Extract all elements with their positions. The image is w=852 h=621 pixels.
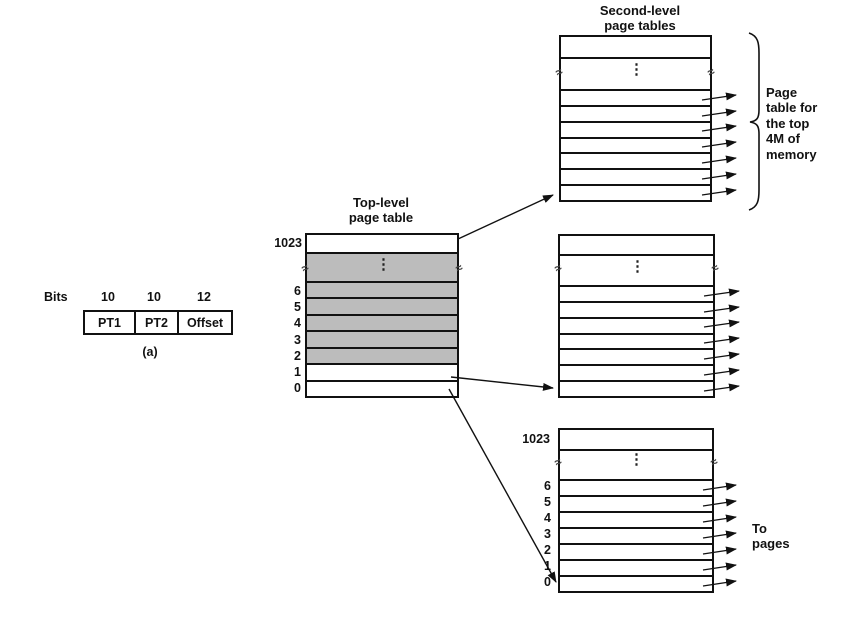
brace-label: Page table for the top 4M of memory bbox=[766, 85, 818, 162]
table-row bbox=[561, 168, 710, 185]
top-level-row-label: 4 bbox=[294, 316, 301, 330]
table-row bbox=[561, 184, 710, 201]
top-level-row-label: 0 bbox=[294, 381, 301, 395]
top-level-row-label: 6 bbox=[294, 284, 301, 298]
table-row bbox=[560, 495, 712, 511]
bottom-table-row-label: 0 bbox=[544, 575, 551, 589]
table-row bbox=[560, 575, 712, 591]
table-row bbox=[307, 297, 457, 314]
table-row bbox=[561, 120, 710, 137]
top-level-row-label: 2 bbox=[294, 349, 301, 363]
table-row-break bbox=[560, 449, 712, 479]
top-level-page-table bbox=[305, 233, 459, 398]
bottom-table-row-label: 3 bbox=[544, 527, 551, 541]
table-row bbox=[561, 104, 710, 121]
table-row bbox=[560, 332, 713, 349]
table-row bbox=[560, 527, 712, 543]
ellipsis-icon: ⋮ bbox=[629, 61, 644, 78]
table-row bbox=[560, 511, 712, 527]
top-level-row-label: 1 bbox=[294, 365, 301, 379]
table-row bbox=[560, 316, 713, 333]
table-row bbox=[307, 346, 457, 364]
ellipsis-icon: ⋮ bbox=[629, 451, 644, 468]
to-pages-label: To pages bbox=[752, 521, 790, 552]
bit-width-pt1: 10 bbox=[101, 290, 115, 304]
second-level-tables-title: Second-level page tables bbox=[599, 3, 681, 33]
table-row bbox=[560, 348, 713, 365]
bit-width-offset: 12 bbox=[197, 290, 211, 304]
second-level-page-table-top bbox=[559, 35, 712, 202]
second-level-page-table-middle bbox=[558, 234, 715, 398]
ellipsis-icon: ⋮ bbox=[630, 258, 645, 275]
table-row bbox=[560, 543, 712, 559]
table-row bbox=[560, 285, 713, 301]
bits-label: Bits bbox=[44, 290, 68, 304]
top-level-row-label-1023: 1023 bbox=[274, 236, 302, 250]
top-level-row-label: 5 bbox=[294, 300, 301, 314]
field-offset: Offset bbox=[177, 312, 231, 333]
table-row bbox=[560, 300, 713, 317]
table-row-break bbox=[560, 254, 713, 285]
table-row bbox=[561, 37, 710, 57]
table-row bbox=[560, 479, 712, 495]
field-pt1: PT1 bbox=[98, 315, 121, 330]
table-row bbox=[561, 89, 710, 105]
table-row bbox=[307, 379, 457, 396]
bottom-table-row-label: 6 bbox=[544, 479, 551, 493]
table-row bbox=[561, 152, 710, 169]
table-row bbox=[307, 313, 457, 331]
table-row bbox=[307, 330, 457, 347]
bit-width-pt2: 10 bbox=[147, 290, 161, 304]
second-level-page-table-bottom bbox=[558, 428, 714, 593]
top-level-table-title: Top-level page table bbox=[348, 195, 414, 225]
bottom-table-row-label: 1 bbox=[544, 559, 551, 573]
bottom-table-row-label-1023: 1023 bbox=[522, 432, 550, 446]
subfigure-caption: (a) bbox=[142, 345, 158, 359]
table-row bbox=[561, 136, 710, 153]
virtual-address-fields: PT1 PT2 Offset bbox=[83, 310, 233, 335]
bottom-table-row-label: 4 bbox=[544, 511, 551, 525]
table-row-break bbox=[307, 252, 457, 281]
table-row-break bbox=[561, 57, 710, 89]
table-row bbox=[560, 430, 712, 449]
ellipsis-icon: ⋮ bbox=[376, 256, 391, 273]
table-row bbox=[307, 363, 457, 380]
table-row bbox=[560, 364, 713, 381]
bottom-table-row-label: 2 bbox=[544, 543, 551, 557]
bottom-table-row-label: 5 bbox=[544, 495, 551, 509]
field-pt2: PT2 bbox=[134, 312, 177, 333]
table-row bbox=[307, 281, 457, 298]
brace-icon bbox=[748, 32, 760, 211]
table-row bbox=[560, 380, 713, 397]
table-row bbox=[560, 559, 712, 575]
top-level-row-label: 3 bbox=[294, 333, 301, 347]
table-row bbox=[307, 235, 457, 252]
table-row bbox=[560, 236, 713, 254]
